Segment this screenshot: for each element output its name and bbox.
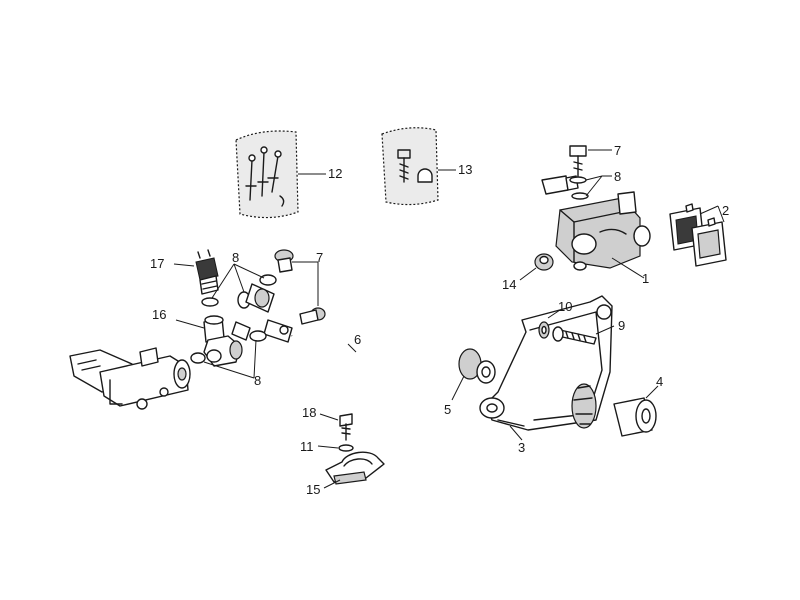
callout-7-upper: 7 bbox=[614, 143, 621, 158]
callout-6: 6 bbox=[354, 332, 361, 347]
callout-13: 13 bbox=[458, 162, 472, 177]
rear-master-cylinder bbox=[69, 347, 191, 410]
part-13-screw-kit-bag bbox=[381, 127, 439, 206]
part-2-brake-pads bbox=[669, 203, 727, 267]
part-18-screw bbox=[339, 413, 353, 441]
callout-4: 4 bbox=[656, 374, 663, 389]
callout-11: 11 bbox=[300, 439, 314, 454]
callout-17: 17 bbox=[150, 256, 164, 271]
callout-8-left-bottom: 8 bbox=[254, 373, 261, 388]
callout-numbers: 1 2 3 4 5 6 7 7 8 8 8 9 10 11 12 13 14 1… bbox=[150, 143, 729, 497]
part-7-banjo-bolt-upper bbox=[569, 145, 587, 177]
callout-9: 9 bbox=[618, 318, 625, 333]
callout-3: 3 bbox=[518, 440, 525, 455]
hose-banjo-fitting-left bbox=[231, 283, 275, 341]
part-11-washer bbox=[338, 444, 354, 452]
part-17-pressure-switch bbox=[195, 249, 219, 295]
part-12-sensor-kit-bag bbox=[235, 130, 299, 219]
callout-16: 16 bbox=[152, 307, 166, 322]
part-9-caliper-bolt bbox=[552, 326, 597, 345]
part-10-washer bbox=[538, 321, 550, 339]
leader-lines bbox=[173, 149, 725, 489]
part-14-spacer bbox=[534, 253, 554, 271]
part-4-bushing bbox=[571, 383, 657, 437]
part-7-banjo-bolts-left bbox=[274, 249, 326, 325]
callout-8-upper: 8 bbox=[614, 169, 621, 184]
callout-1: 1 bbox=[642, 271, 649, 286]
part-5-bushing bbox=[458, 348, 496, 384]
callout-2: 2 bbox=[722, 203, 729, 218]
callout-8-left-top: 8 bbox=[232, 250, 239, 265]
callout-5: 5 bbox=[444, 402, 451, 417]
part-16-tee-fitting bbox=[203, 315, 243, 367]
callout-14: 14 bbox=[502, 277, 516, 292]
callout-7-left: 7 bbox=[316, 250, 323, 265]
callout-18: 18 bbox=[302, 405, 316, 420]
callout-10: 10 bbox=[558, 299, 572, 314]
callout-12: 12 bbox=[328, 166, 342, 181]
part-15-hose-clamp bbox=[325, 451, 385, 485]
part-1-brake-caliper bbox=[555, 191, 651, 271]
part-8-washers-upper bbox=[569, 176, 589, 200]
callout-15: 15 bbox=[306, 482, 320, 497]
